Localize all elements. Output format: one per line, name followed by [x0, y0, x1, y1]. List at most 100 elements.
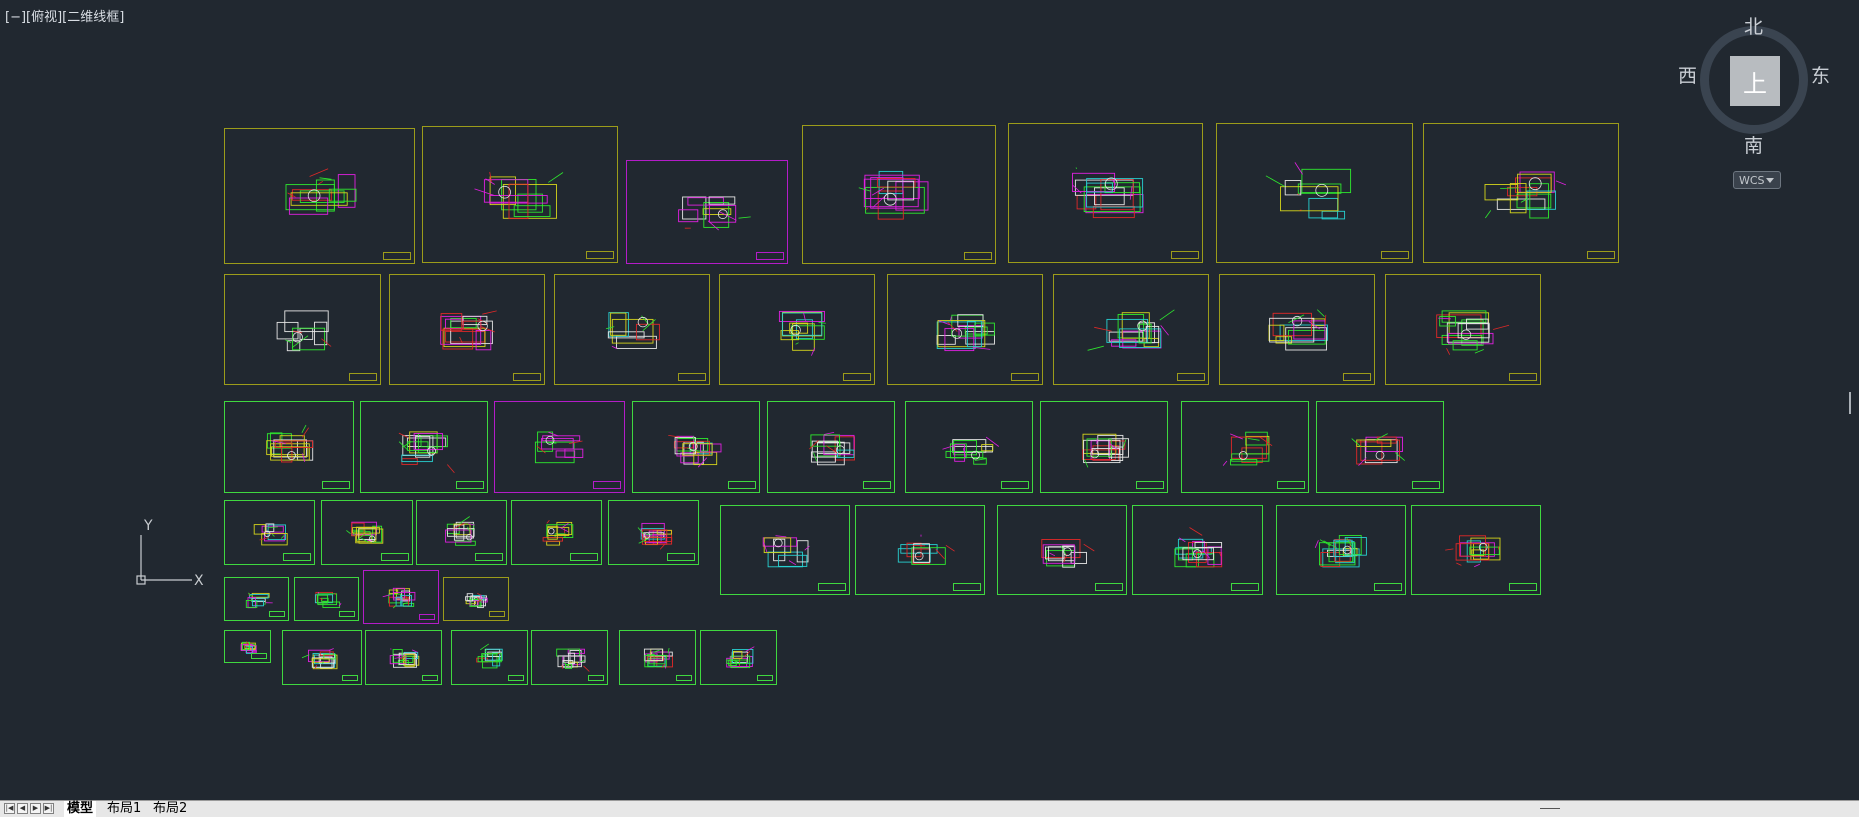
drawing-sheet[interactable]: [511, 500, 603, 566]
drawing-sheet[interactable]: [886, 273, 1044, 386]
sheet-drawing-content: [1314, 535, 1367, 568]
sheet-drawing-content: [762, 535, 810, 568]
drawing-sheet[interactable]: [1132, 505, 1263, 596]
drawing-sheet[interactable]: [224, 500, 316, 566]
layout-tab-bar: |◀ ◀ ▶ ▶| 模型 布局1 布局2: [0, 800, 1859, 817]
title-block: [418, 613, 435, 620]
title-block: [1374, 583, 1403, 592]
drawing-sheet[interactable]: [1316, 400, 1444, 494]
title-block: [1381, 251, 1410, 260]
drawing-sheet[interactable]: [224, 400, 355, 494]
compass-south-label[interactable]: 南: [1744, 135, 1764, 157]
drawing-sheet[interactable]: [362, 570, 439, 624]
drawing-sheet[interactable]: [553, 273, 711, 386]
tab-layout2[interactable]: 布局2: [153, 801, 188, 816]
tab-model[interactable]: 模型: [64, 801, 97, 817]
sheet-drawing-content: [778, 310, 826, 356]
sheet-drawing-content: [245, 593, 273, 609]
drawing-sheet[interactable]: [224, 128, 415, 265]
sheet-drawing-content: [266, 424, 314, 463]
drawing-sheet[interactable]: [1218, 273, 1376, 386]
sheet-drawing-content: [535, 431, 584, 463]
drawing-sheet[interactable]: [719, 505, 851, 596]
drawing-sheet[interactable]: [1180, 400, 1309, 494]
sheet-drawing-content: [285, 168, 357, 215]
last-tab-button[interactable]: ▶|: [43, 803, 54, 814]
title-block: [963, 252, 992, 261]
title-block: [380, 553, 409, 562]
drawing-sheet[interactable]: [699, 629, 777, 686]
title-block: [339, 611, 356, 618]
drawing-sheet[interactable]: [1422, 123, 1620, 264]
drawing-sheet[interactable]: [608, 500, 700, 566]
title-block: [1171, 251, 1200, 260]
drawing-sheet[interactable]: [531, 629, 609, 686]
drawing-sheet[interactable]: [1007, 123, 1204, 264]
drawing-sheet[interactable]: [365, 629, 443, 686]
title-block: [585, 251, 614, 260]
sheet-drawing-content: [474, 171, 564, 219]
drawing-sheet[interactable]: [1216, 123, 1414, 264]
vertical-scroll-thumb[interactable]: [1849, 392, 1851, 414]
title-block: [507, 675, 524, 682]
drawing-sheet[interactable]: [224, 629, 272, 663]
compass-north-label[interactable]: 北: [1744, 16, 1764, 38]
drawing-sheet[interactable]: [997, 505, 1128, 596]
drawing-sheet[interactable]: [1410, 505, 1542, 596]
drawing-sheet[interactable]: [224, 273, 381, 386]
sheet-drawing-content: [253, 523, 288, 546]
drawing-sheet[interactable]: [422, 125, 618, 264]
drawing-sheet[interactable]: [631, 400, 760, 494]
wcs-dropdown[interactable]: WCS: [1733, 171, 1781, 189]
sheet-drawing-content: [605, 312, 660, 349]
title-block: [1412, 481, 1440, 490]
first-tab-button[interactable]: |◀: [4, 803, 15, 814]
drawing-sheet[interactable]: [767, 400, 896, 494]
title-block: [1095, 583, 1124, 592]
drawing-sheet[interactable]: [718, 273, 875, 386]
next-tab-button[interactable]: ▶: [30, 803, 41, 814]
compass-east-label[interactable]: 东: [1811, 65, 1831, 87]
vertical-scrollbar[interactable]: [1848, 0, 1859, 800]
sheet-drawing-content: [382, 588, 416, 609]
drawing-sheet[interactable]: [1052, 273, 1210, 386]
viewcube-compass-ring[interactable]: [1700, 26, 1808, 134]
sheet-drawing-content: [1041, 539, 1095, 568]
tab-layout1[interactable]: 布局1: [107, 801, 142, 816]
drawing-sheet[interactable]: [618, 629, 696, 686]
drawing-sheet[interactable]: [224, 577, 290, 622]
drawing-sheet[interactable]: [1039, 400, 1168, 494]
drawing-sheet[interactable]: [416, 500, 508, 566]
viewcube-top-face[interactable]: 上: [1730, 56, 1780, 106]
title-block: [456, 481, 485, 490]
horizontal-scroll-thumb[interactable]: [1540, 808, 1560, 809]
viewcube[interactable]: 上 北 南 东 西: [1678, 16, 1832, 158]
drawing-sheet[interactable]: [388, 273, 546, 386]
drawing-sheet[interactable]: [904, 400, 1033, 494]
title-block: [818, 583, 847, 592]
prev-tab-button[interactable]: ◀: [17, 803, 28, 814]
drawing-sheet[interactable]: [294, 577, 360, 622]
drawing-sheet[interactable]: [443, 577, 509, 622]
drawing-sheet[interactable]: [494, 400, 625, 494]
title-block: [843, 373, 871, 382]
drawing-sheet[interactable]: [450, 629, 528, 686]
drawing-sheet[interactable]: [854, 505, 986, 596]
drawing-sheet[interactable]: [321, 500, 413, 566]
sheet-drawing-content: [643, 647, 673, 669]
model-viewport[interactable]: [−][俯视][二维线框] 上 北 南 东 西 WCS Y X: [0, 0, 1859, 800]
sheet-drawing-content: [1351, 432, 1405, 466]
title-block: [953, 583, 982, 592]
title-block: [1587, 251, 1616, 260]
drawing-sheet[interactable]: [801, 124, 996, 265]
drawing-sheets-area[interactable]: [0, 0, 1859, 800]
drawing-sheet[interactable]: [1384, 273, 1542, 386]
drawing-sheet[interactable]: [282, 629, 362, 686]
title-block: [488, 611, 505, 618]
drawing-sheet[interactable]: [1275, 505, 1407, 596]
drawing-sheet[interactable]: [626, 160, 789, 265]
compass-west-label[interactable]: 西: [1678, 65, 1698, 87]
viewport-controls-label[interactable]: [−][俯视][二维线框]: [5, 10, 125, 25]
drawing-sheet[interactable]: [360, 400, 489, 494]
sheet-drawing-content: [637, 523, 673, 550]
